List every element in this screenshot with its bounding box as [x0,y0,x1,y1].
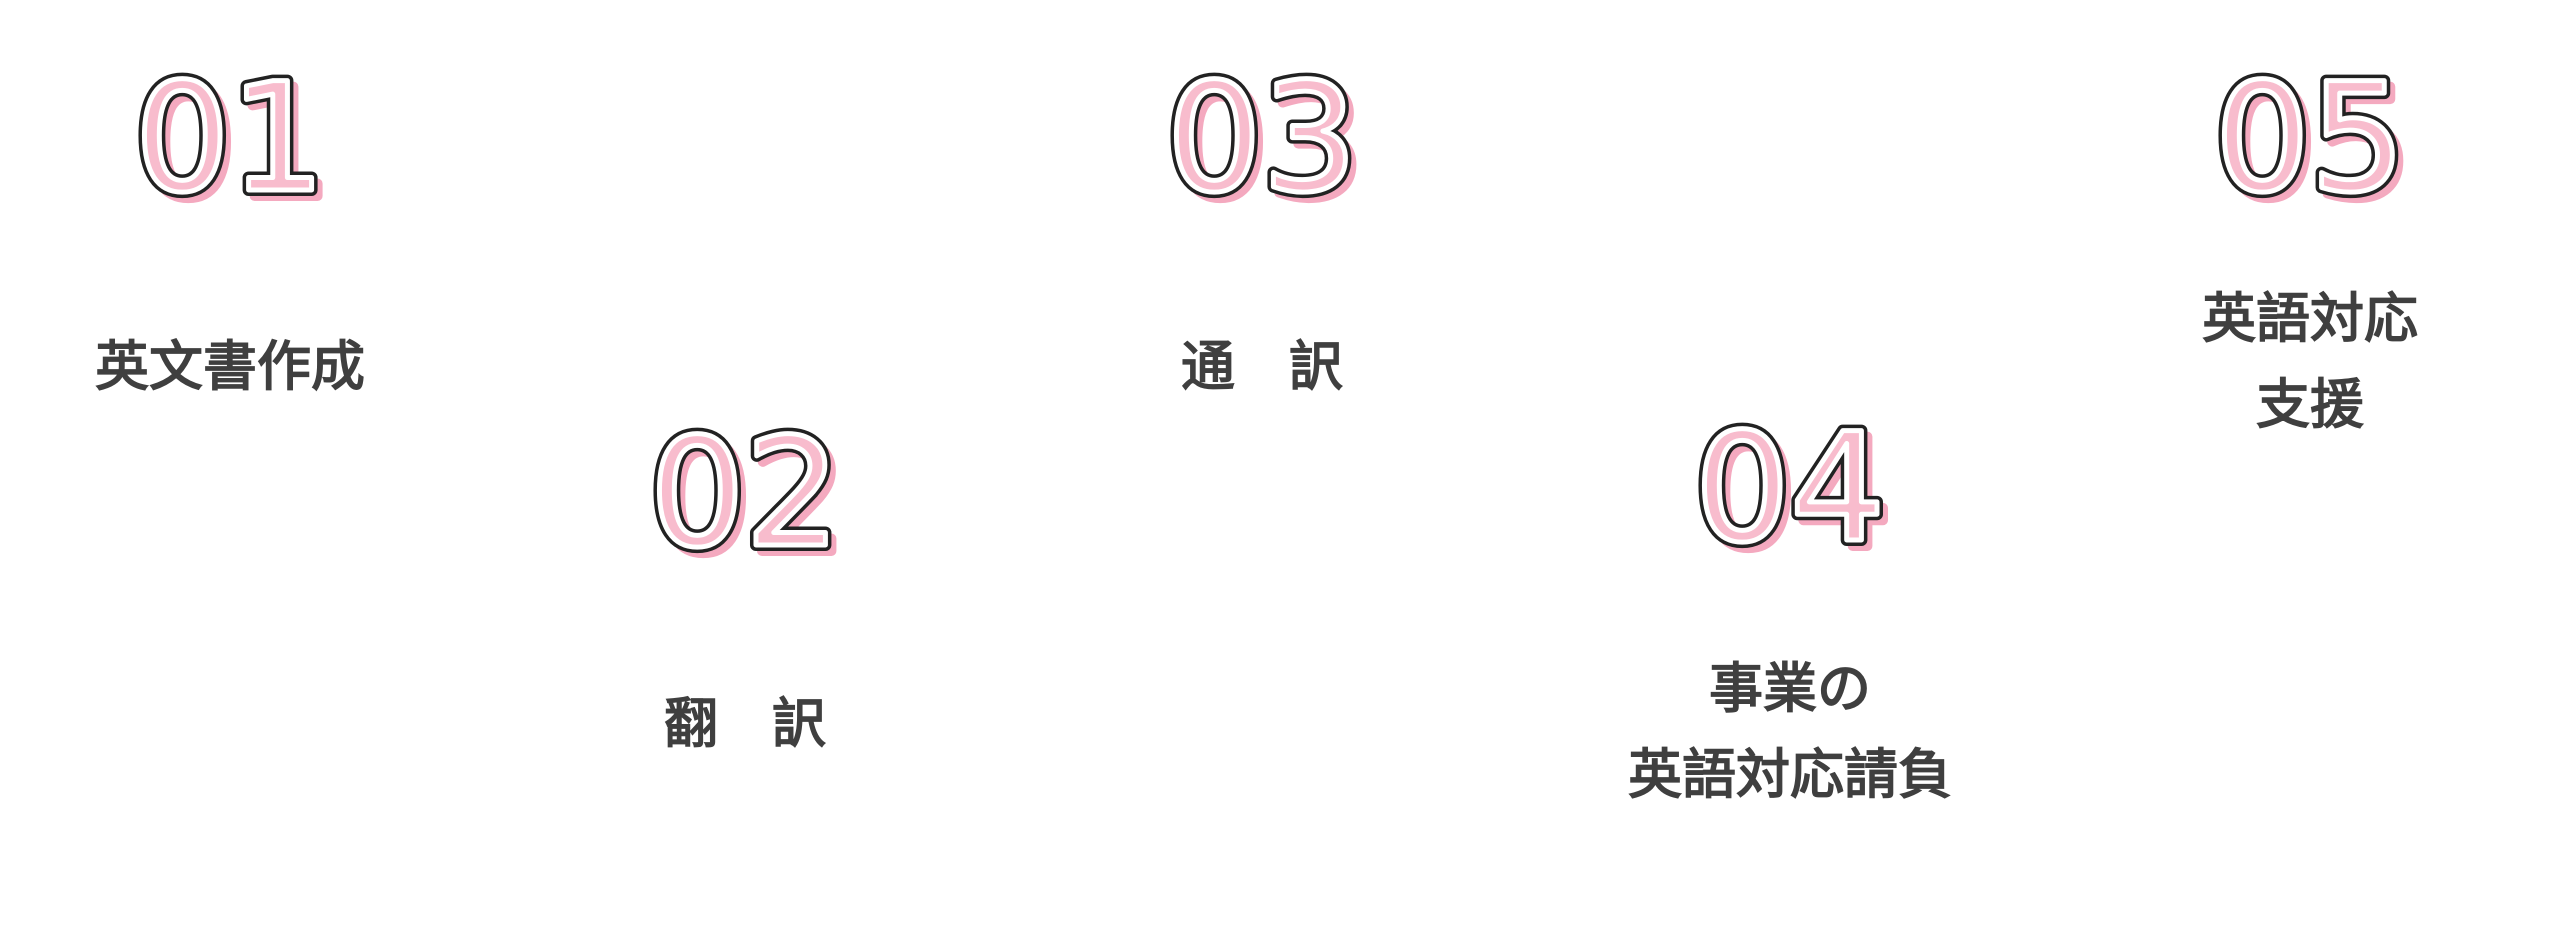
service-label-03: 通 訳 [1181,334,1343,398]
svg-text:05: 05 [2215,52,2406,226]
service-item-02: 02 02 02 翻 訳 [535,401,955,766]
svg-text:01: 01 [135,52,326,226]
service-label-05-line-2: 支援 [2256,372,2364,436]
svg-text:01: 01 [135,52,326,226]
service-label-05-line-1: 英語対応 [2202,286,2418,350]
service-number-05: 05 05 05 [2209,46,2417,237]
svg-text:02: 02 [650,407,841,581]
service-number-03: 03 03 03 [1161,46,1369,237]
service-item-01: 01 01 01 英文書作成 [20,46,440,409]
service-label-01: 英文書作成 [95,334,365,398]
service-label-04-line-1: 事業の [1709,656,1871,720]
svg-text:04: 04 [1701,408,1892,582]
svg-text:03: 03 [1167,52,1358,226]
service-label-04-line-2: 英語対応請負 [1628,742,1952,806]
svg-text:04: 04 [1695,402,1886,576]
svg-text:04: 04 [1695,402,1886,576]
svg-text:03: 03 [1167,52,1358,226]
service-label-02: 翻 訳 [664,691,826,755]
svg-text:05: 05 [2221,58,2412,232]
svg-text:01: 01 [141,58,332,232]
service-number-04: 04 04 04 [1689,396,1897,587]
service-number-01: 01 01 01 [129,46,337,237]
service-item-04: 04 04 04 事業の 英語対応請負 [1580,396,2000,817]
svg-text:05: 05 [2215,52,2406,226]
service-number-02: 02 02 02 [644,401,852,592]
service-item-05: 05 05 05 英語対応 支援 [2100,46,2520,447]
svg-text:02: 02 [650,407,841,581]
svg-text:03: 03 [1173,58,1364,232]
service-item-03: 03 03 03 通 訳 [1052,46,1472,409]
svg-text:02: 02 [656,413,847,587]
